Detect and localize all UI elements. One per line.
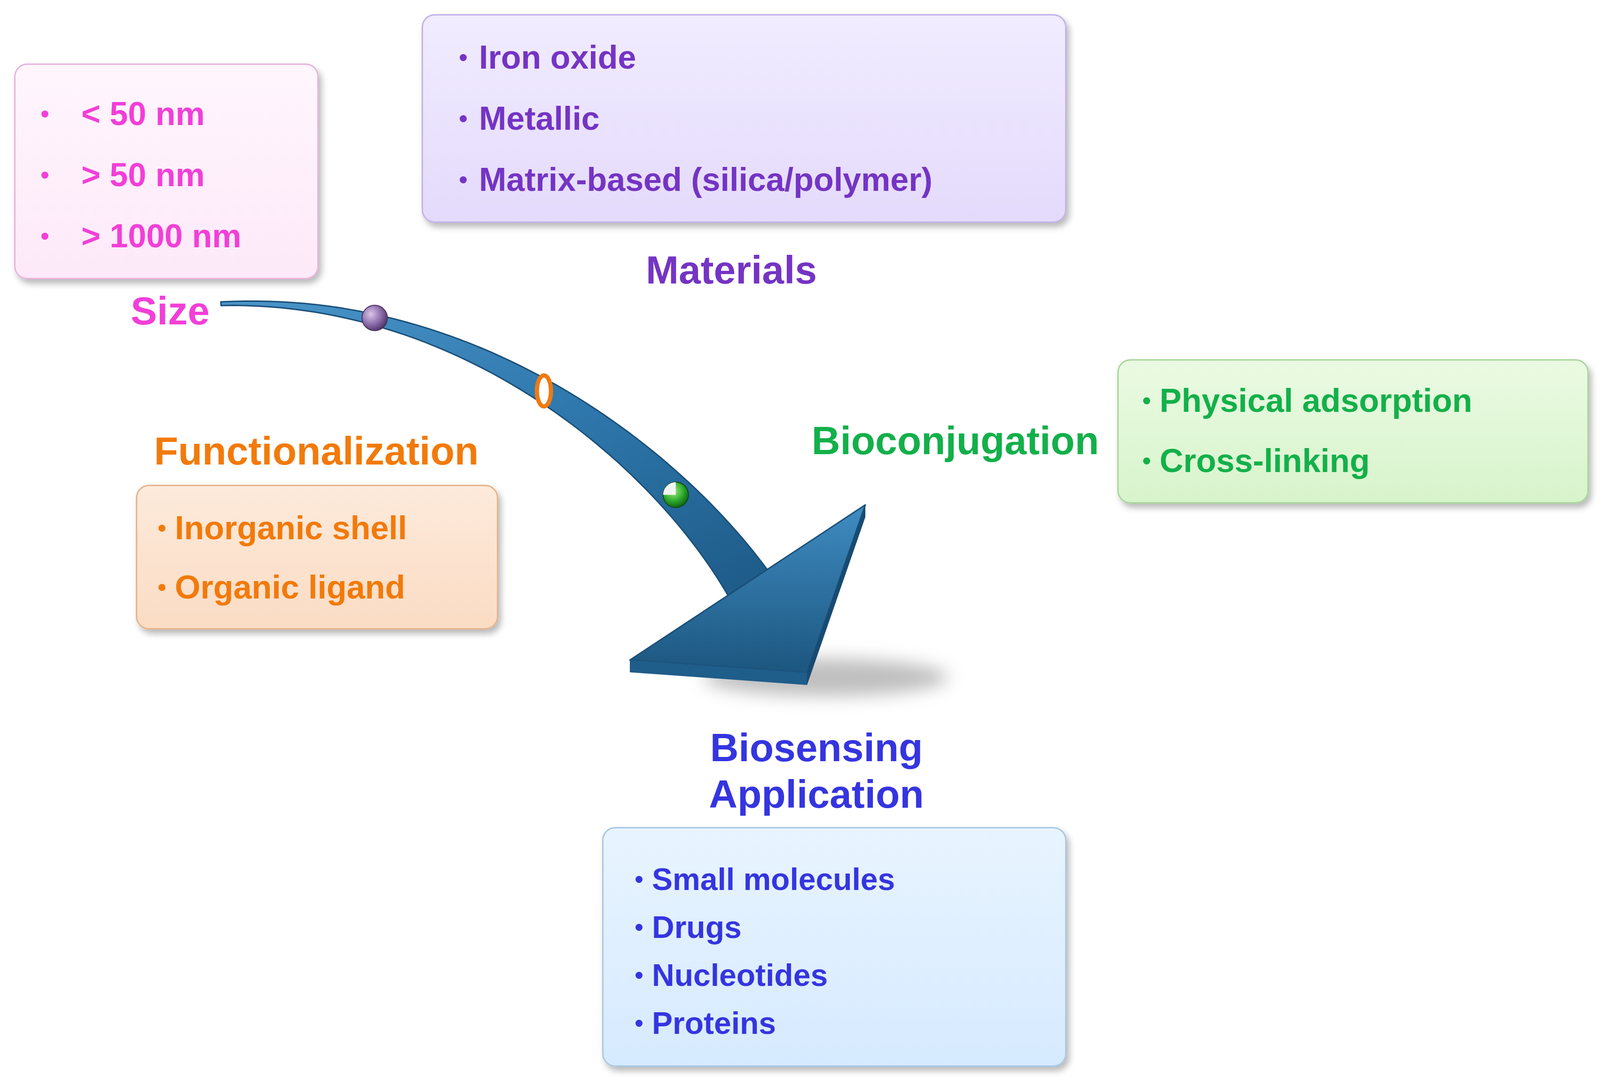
bullet-dot (41, 232, 49, 240)
bullet-text: Metallic (478, 99, 600, 138)
section-heading: Materials (645, 246, 817, 294)
section-heading: Bioconjugation (811, 417, 1099, 464)
particle-sphere (663, 481, 689, 508)
bullet-box: < 50 nm > 50 nm > 1000 nm (14, 63, 319, 280)
bullet-row: Small molecules (635, 854, 1042, 903)
bullet-dot (459, 115, 467, 123)
arrow-head (629, 504, 866, 673)
bullet-text: Iron oxide (478, 38, 636, 77)
bullet-dot (459, 54, 467, 62)
bullet-row: Matrix-based (silica/polymer) (459, 149, 1042, 211)
bullet-text: Drugs (651, 909, 742, 945)
bullet-text: Matrix-based (silica/polymer) (478, 160, 933, 199)
bullet-dot (1143, 397, 1151, 405)
bullet-text: Nucleotides (651, 956, 828, 993)
bullet-box: Inorganic shellOrganic ligand (135, 484, 499, 630)
section-heading: Biosensing Application (666, 724, 967, 818)
arrow-head-edge (807, 504, 866, 685)
bullet-text: < 50 nm (81, 94, 205, 133)
bullet-text: Physical adsorption (1159, 381, 1473, 420)
bullet-dot (635, 875, 643, 883)
bullet-dot (158, 524, 166, 532)
bullet-dot (158, 583, 166, 591)
bullet-dot (459, 176, 467, 184)
bullet-text: Organic ligand (174, 568, 406, 606)
bullet-box: Iron oxideMetallicMatrix-based (silica/p… (421, 14, 1067, 223)
particle-shell (663, 481, 676, 495)
bullet-text: Cross-linking (1159, 441, 1370, 480)
bullet-row: < 50 nm (41, 83, 294, 145)
bullet-row: Physical adsorption (1143, 370, 1564, 431)
bullet-row: Inorganic shell (158, 498, 474, 558)
bullet-row: Organic ligand (158, 557, 474, 617)
bullet-dot (41, 110, 49, 118)
bullet-row: > 50 nm (41, 144, 294, 206)
arrow-head-edge (629, 659, 808, 685)
bullet-text: Inorganic shell (174, 509, 408, 547)
bullet-row: Metallic (459, 87, 1042, 150)
bullet-dot (635, 971, 643, 979)
bullet-box: Small moleculesDrugsNucleotidesProteins (602, 826, 1067, 1067)
particle-ring (536, 375, 551, 407)
bullet-row: Cross-linking (1143, 430, 1564, 491)
bullet-dot (635, 1019, 643, 1027)
particle-sphere (361, 305, 388, 331)
bullet-dot (635, 923, 643, 931)
bullet-row: Proteins (635, 998, 1042, 1047)
bullet-row: Iron oxide (459, 26, 1042, 88)
bullet-box: Physical adsorptionCross-linking (1117, 359, 1589, 504)
bullet-dot (41, 171, 49, 179)
bullet-text: Small molecules (651, 861, 895, 897)
bullet-dot (1143, 457, 1151, 465)
bullet-text: > 1000 nm (81, 217, 242, 255)
bullet-text: > 50 nm (81, 156, 205, 194)
section-heading: Size (130, 287, 210, 335)
bullet-row: Nucleotides (635, 950, 1042, 999)
bullet-text: Proteins (651, 1004, 777, 1041)
bullet-row: Drugs (635, 902, 1042, 951)
section-heading: Functionalization (154, 427, 479, 475)
bullet-row: > 1000 nm (41, 205, 294, 267)
